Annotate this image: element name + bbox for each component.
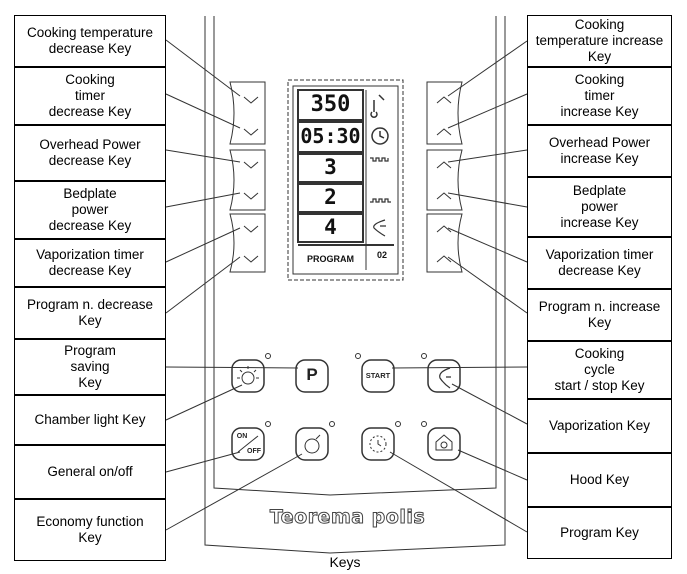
off-button-label[interactable]: OFF [247, 448, 261, 455]
label-program-n-increase: Program n. increase Key [527, 289, 672, 341]
program-clock-icon [369, 435, 387, 453]
panel-inner-outline [213, 16, 497, 496]
label-program-n-decrease: Program n. decrease Key [14, 287, 166, 339]
led-indicator [265, 353, 271, 359]
display-cell-vapor [297, 213, 364, 243]
label-vaporization-timer-decrease-left: Vaporization timer decrease Key [14, 239, 166, 287]
chamber-light-button-frame [231, 359, 265, 393]
display-cell-overhead [297, 153, 364, 183]
label-bedplate-power-increase: Bedplate power increase Key [527, 177, 672, 237]
hood-button-frame [427, 427, 461, 461]
overhead-heater-icon [370, 157, 389, 162]
led-indicator [265, 421, 271, 427]
economy-icon [304, 434, 321, 454]
start-button[interactable]: START [365, 371, 391, 380]
display-cell-timer [297, 121, 364, 153]
display-cell-temp [297, 89, 364, 121]
right-key-group-1 [426, 81, 463, 145]
steam-button-icon [439, 367, 451, 389]
start-button-frame [361, 359, 395, 393]
left-key-chevron-2 [243, 128, 259, 136]
program-saving-button-frame [295, 359, 329, 393]
left-key-chevron-4 [243, 192, 259, 200]
label-general-on-off: General on/off [14, 445, 166, 499]
label-hood: Hood Key [527, 453, 672, 507]
display-temperature: 350 [310, 92, 351, 117]
steam-icon [373, 219, 386, 237]
label-program: Program Key [527, 507, 672, 559]
right-key-chevron-2 [436, 128, 452, 136]
display-program-label: PROGRAM [307, 254, 354, 264]
left-key-chevron-5 [243, 225, 259, 233]
brand-logo-text: Teorema polis [269, 506, 426, 529]
right-key-chevron-1 [436, 96, 452, 104]
display-timer: 05:30 [300, 124, 361, 148]
figure-caption: Keys [329, 554, 361, 570]
display-frame [287, 79, 404, 281]
right-key-chevron-4 [436, 192, 452, 200]
on-off-button-frame [231, 427, 265, 461]
left-key-chevron-6 [243, 255, 259, 263]
clock-hands [379, 131, 385, 139]
left-key-chevron-1 [243, 96, 259, 104]
led-indicator [329, 421, 335, 427]
right-key-group-2 [426, 149, 463, 211]
label-program-saving: Program saving Key [14, 339, 166, 395]
clock-icon [371, 127, 389, 145]
leader-lines-left [165, 39, 303, 531]
light-bulb-icon [237, 366, 259, 385]
display-vaporization: 4 [324, 215, 337, 239]
display-program-number: 02 [376, 250, 387, 260]
thermometer-icon [370, 94, 385, 118]
led-indicator [355, 353, 361, 359]
right-key-chevron-3 [436, 161, 452, 169]
right-key-chevron-5 [436, 225, 452, 233]
label-overhead-power-decrease: Overhead Power decrease Key [14, 125, 166, 181]
on-off-slash [237, 435, 259, 453]
label-chamber-light: Chamber light Key [14, 395, 166, 445]
vaporization-button-frame [427, 359, 461, 393]
left-key-group-3 [229, 213, 266, 273]
led-indicator [395, 421, 401, 427]
label-vaporization-timer-decrease-right: Vaporization timer decrease Key [527, 237, 672, 289]
panel-outline [204, 16, 506, 554]
label-overhead-power-increase: Overhead Power increase Key [527, 125, 672, 177]
right-key-group-3 [426, 213, 463, 273]
label-cooking-temp-decrease: Cooking temperature decrease Key [14, 15, 166, 67]
on-button-label[interactable]: ON [236, 433, 248, 440]
label-vaporization: Vaporization Key [527, 399, 672, 453]
program-saving-button[interactable]: P [306, 365, 318, 384]
label-cooking-temp-increase: Cooking temperature increase Key [527, 15, 672, 67]
display-screen [292, 85, 399, 275]
leader-lines-right [389, 40, 528, 533]
hood-icon [435, 434, 453, 451]
led-indicator [421, 353, 427, 359]
left-key-chevron-3 [243, 161, 259, 169]
program-button-frame [361, 427, 395, 461]
left-key-group-1 [229, 81, 266, 145]
left-key-group-2 [229, 149, 266, 211]
economy-button-frame [295, 427, 329, 461]
display-overhead-power: 3 [324, 155, 337, 179]
label-cooking-cycle-start-stop: Cooking cycle start / stop Key [527, 341, 672, 399]
label-cooking-timer-decrease: Cooking timer decrease Key [14, 67, 166, 125]
led-indicator [421, 421, 427, 427]
display-cell-bedplate [297, 183, 364, 213]
right-key-chevron-6 [436, 255, 452, 263]
label-economy-function: Economy function Key [14, 499, 166, 561]
label-bedplate-power-decrease: Bedplate power decrease Key [14, 181, 166, 239]
bedplate-heater-icon [370, 198, 391, 203]
label-cooking-timer-increase: Cooking timer increase Key [527, 67, 672, 125]
display-bedplate-power: 2 [324, 185, 337, 209]
